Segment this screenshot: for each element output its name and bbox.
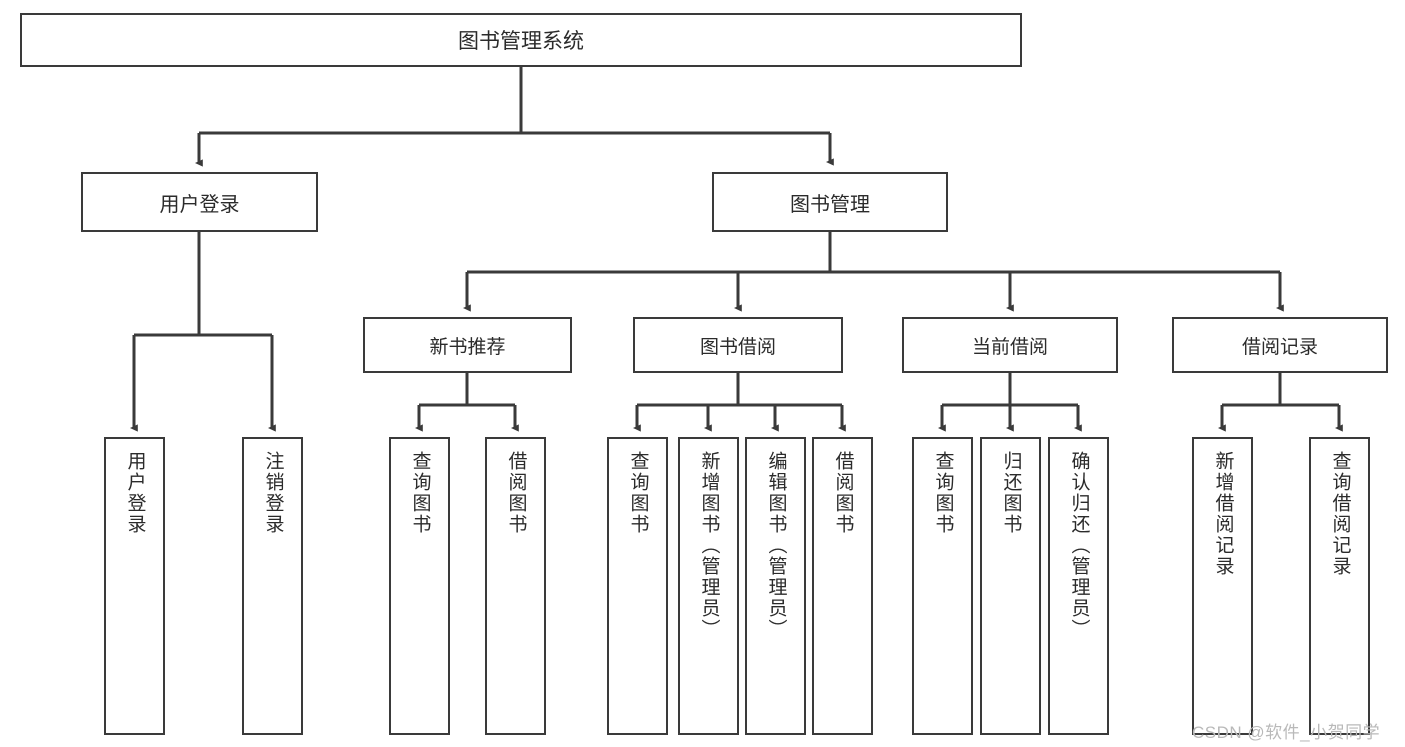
node-leaf-query-book-2[interactable]: 查询图书 xyxy=(607,437,668,735)
node-new-book-recommend-label: 新书推荐 xyxy=(429,336,506,358)
node-leaf-edit-book[interactable]: 编辑图书（管理员） xyxy=(745,437,806,735)
node-leaf-add-record[interactable]: 新增借阅记录 xyxy=(1192,437,1253,735)
node-leaf-query-book-1[interactable]: 查询图书 xyxy=(389,437,450,735)
node-leaf-logout-login-label: 注销登录 xyxy=(262,451,284,535)
node-user-login-label: 用户登录 xyxy=(159,193,240,216)
node-leaf-add-record-label: 新增借阅记录 xyxy=(1212,451,1234,577)
node-borrow-record[interactable]: 借阅记录 xyxy=(1172,317,1388,373)
node-leaf-confirm-return-label: 确认归还（管理员） xyxy=(1068,451,1090,640)
watermark-text: CSDN @软件_小贺同学 xyxy=(1192,723,1381,742)
node-book-borrow[interactable]: 图书借阅 xyxy=(633,317,843,373)
node-leaf-return-book-label: 归还图书 xyxy=(1000,451,1022,535)
node-borrow-record-label: 借阅记录 xyxy=(1241,336,1318,358)
node-leaf-borrow-book-1[interactable]: 借阅图书 xyxy=(485,437,546,735)
node-leaf-add-book-label: 新增图书（管理员） xyxy=(698,451,720,640)
node-leaf-query-record[interactable]: 查询借阅记录 xyxy=(1309,437,1370,735)
node-leaf-query-record-label: 查询借阅记录 xyxy=(1329,451,1351,577)
node-leaf-query-book-3-label: 查询图书 xyxy=(932,451,954,535)
node-leaf-borrow-book-2[interactable]: 借阅图书 xyxy=(812,437,873,735)
node-leaf-edit-book-label: 编辑图书（管理员） xyxy=(765,451,787,640)
node-user-login[interactable]: 用户登录 xyxy=(81,172,318,232)
node-leaf-borrow-book-2-label: 借阅图书 xyxy=(832,451,854,535)
node-new-book-recommend[interactable]: 新书推荐 xyxy=(363,317,572,373)
node-root-label: 图书管理系统 xyxy=(458,30,584,53)
node-leaf-confirm-return[interactable]: 确认归还（管理员） xyxy=(1048,437,1109,735)
node-leaf-logout-login[interactable]: 注销登录 xyxy=(242,437,303,735)
node-root[interactable]: 图书管理系统 xyxy=(20,13,1022,67)
node-current-borrow[interactable]: 当前借阅 xyxy=(902,317,1118,373)
node-book-manage[interactable]: 图书管理 xyxy=(712,172,948,232)
node-leaf-user-login[interactable]: 用户登录 xyxy=(104,437,165,735)
node-book-manage-label: 图书管理 xyxy=(790,193,870,216)
node-leaf-query-book-2-label: 查询图书 xyxy=(627,451,649,535)
node-leaf-query-book-1-label: 查询图书 xyxy=(409,451,431,535)
node-leaf-user-login-label: 用户登录 xyxy=(124,451,146,535)
node-book-borrow-label: 图书借阅 xyxy=(699,336,776,358)
node-leaf-borrow-book-1-label: 借阅图书 xyxy=(505,451,527,535)
node-leaf-return-book[interactable]: 归还图书 xyxy=(980,437,1041,735)
node-leaf-add-book[interactable]: 新增图书（管理员） xyxy=(678,437,739,735)
node-current-borrow-label: 当前借阅 xyxy=(971,336,1048,358)
node-leaf-query-book-3[interactable]: 查询图书 xyxy=(912,437,973,735)
